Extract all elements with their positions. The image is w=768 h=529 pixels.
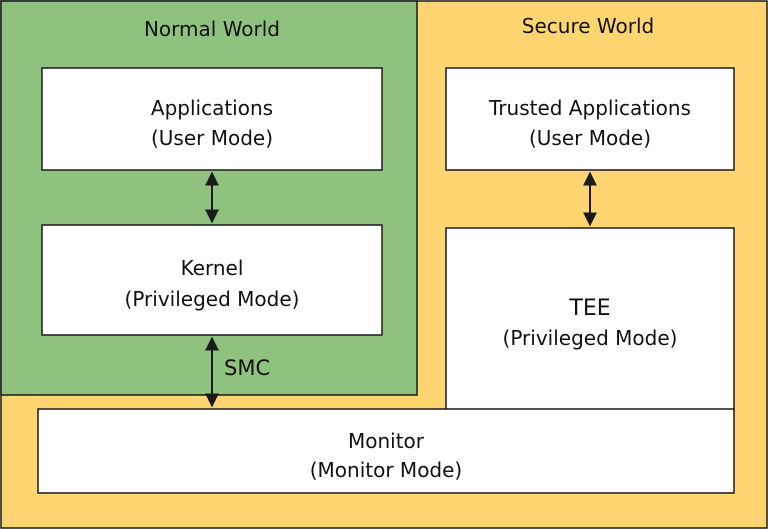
normal-world-region (0, 0, 418, 396)
monitor-box-frame (37, 408, 735, 494)
trusted-applications-label: Trusted Applications (488, 96, 691, 120)
monitor-label: Monitor (348, 429, 425, 453)
applications-mode-label: (User Mode) (151, 126, 273, 150)
trusted-applications-mode-label: (User Mode) (529, 126, 651, 150)
applications-label: Applications (151, 96, 273, 120)
trusted-applications-box: Trusted Applications (User Mode) (445, 67, 735, 171)
tee-label: TEE (568, 296, 610, 321)
kernel-box: Kernel (Privileged Mode) (41, 224, 383, 336)
tee-box-frame (445, 227, 735, 411)
trusted-applications-box-frame (445, 67, 735, 171)
kernel-mode-label: (Privileged Mode) (125, 287, 300, 311)
kernel-label: Kernel (181, 256, 244, 280)
smc-label: SMC (224, 356, 270, 380)
normal-world-title: Normal World (144, 17, 280, 41)
applications-box-frame (41, 67, 383, 171)
secure-world-title: Secure World (522, 14, 654, 38)
applications-box: Applications (User Mode) (41, 67, 383, 171)
tee-mode-label: (Privileged Mode) (503, 326, 678, 350)
tee-box: TEE (Privileged Mode) (445, 227, 735, 411)
kernel-box-frame (41, 224, 383, 336)
monitor-box: Monitor (Monitor Mode) (37, 408, 735, 494)
monitor-mode-label: (Monitor Mode) (310, 458, 462, 482)
